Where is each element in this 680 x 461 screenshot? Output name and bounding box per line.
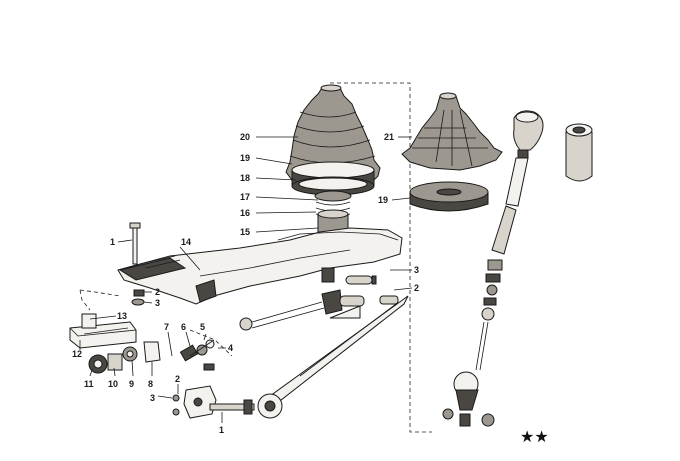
assembly-boundary [330,82,432,433]
gear-lever [442,110,544,427]
callout-16: 16 [240,208,250,218]
variant-stars: ★★ [520,427,549,446]
push-rod [239,289,343,331]
lower-clamp [172,363,255,419]
callout-10: 10 [108,379,118,389]
callout-1-top: 1 [110,237,115,247]
bearing-block [69,313,137,349]
bolt-1 [129,222,141,265]
callout-3-right: 3 [414,265,419,275]
callout-19-left: 19 [240,153,250,163]
foam-ring [409,181,489,212]
callout-4: 4 [228,343,233,353]
support-bracket [117,227,403,305]
callout-6: 6 [181,322,186,332]
callout-21: 21 [384,132,394,142]
spring-seat [314,190,352,233]
callout-14: 14 [181,237,191,247]
leader-lines [79,136,413,423]
callout-13: 13 [117,311,127,321]
boot-upper [401,92,503,171]
callout-11: 11 [84,379,94,389]
nut-washer-left [131,289,145,306]
bushing-set [88,341,161,374]
callout-7: 7 [164,322,169,332]
sleeve-parts [339,275,399,307]
selector-rod [257,295,409,419]
callout-9: 9 [129,379,134,389]
dashed-links [79,289,233,357]
callout-18: 18 [240,173,250,183]
callout-20: 20 [240,132,250,142]
callout-3-left: 3 [155,298,160,308]
callout-1-bottom: 1 [219,425,224,435]
callout-5: 5 [200,322,205,332]
callout-19-right: 19 [378,195,388,205]
callout-2-bottom: 2 [175,374,180,384]
callout-8: 8 [148,379,153,389]
shift-knob [565,123,593,182]
callout-3-bottom: 3 [150,393,155,403]
callout-12: 12 [72,349,82,359]
callout-2-left: 2 [155,287,160,297]
callout-15: 15 [240,227,250,237]
callout-2-right: 2 [414,283,419,293]
selector-link [179,339,215,362]
callout-labels: 20 19 18 17 16 15 21 19 14 1 3 2 2 3 13 … [72,132,549,446]
callout-17: 17 [240,192,250,202]
